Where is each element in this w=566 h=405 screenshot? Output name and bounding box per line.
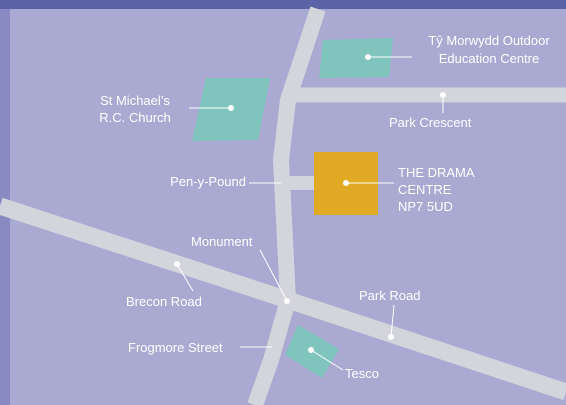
- leader-monument: [259, 249, 288, 302]
- ty-morwydd-area: [319, 38, 393, 78]
- dot-tesco: [308, 347, 314, 353]
- dot-ty-morwydd: [365, 54, 371, 60]
- label-pen-y-pound: Pen-y-Pound: [170, 174, 246, 189]
- dot-drama-centre: [343, 180, 349, 186]
- leader-park-road: [390, 304, 395, 338]
- label-tesco: Tesco: [345, 366, 379, 381]
- label-park-road: Park Road: [359, 288, 421, 303]
- road-main-north-south: [247, 6, 326, 405]
- label-drama-centre: THE DRAMA CENTRE NP7 5UD: [398, 165, 475, 214]
- dot-park-crescent: [440, 92, 446, 98]
- dot-park-road: [388, 334, 394, 340]
- leader-brecon-road: [176, 263, 194, 292]
- label-monument: Monument: [191, 234, 253, 249]
- label-brecon-road: Brecon Road: [126, 294, 202, 309]
- label-frogmore-street: Frogmore Street: [128, 340, 223, 355]
- label-ty-morwydd: Tŷ Morwydd Outdoor Education Centre: [428, 33, 550, 66]
- dot-brecon-road: [174, 261, 180, 267]
- dot-monument: [284, 298, 290, 304]
- top-bar: [0, 0, 566, 9]
- label-park-crescent: Park Crescent: [389, 115, 472, 130]
- leader-tesco: [310, 349, 344, 371]
- label-st-michaels: St Michael’s R.C. Church: [99, 93, 171, 125]
- dot-st-michaels: [228, 105, 234, 111]
